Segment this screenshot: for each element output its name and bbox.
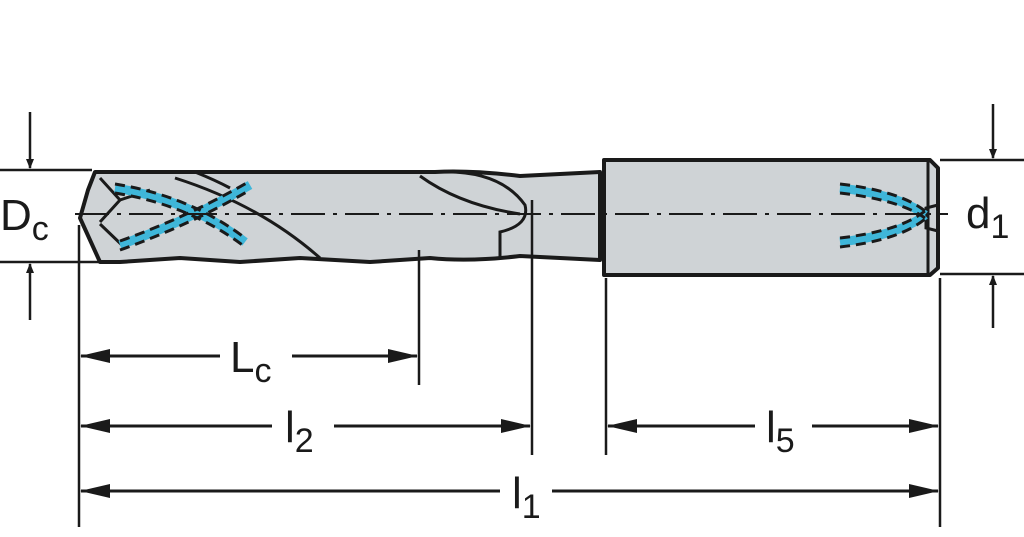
drill-body xyxy=(78,158,940,277)
label-l2-sub: 2 xyxy=(295,422,314,460)
label-lc-sub: c xyxy=(254,352,271,390)
label-l5: l5 xyxy=(766,403,795,460)
shank xyxy=(602,158,940,277)
dimension-lines xyxy=(80,349,939,498)
label-l1-sub: 1 xyxy=(522,488,541,526)
label-l1-main: l xyxy=(512,469,522,518)
label-l5-main: l xyxy=(766,403,776,452)
label-d1-sub: 1 xyxy=(990,208,1009,246)
label-dc-sub: c xyxy=(32,210,49,248)
label-d1: d1 xyxy=(966,189,1009,246)
label-dc: Dc xyxy=(0,191,49,248)
label-dc-main: D xyxy=(0,191,32,240)
fluted-body xyxy=(78,169,602,264)
label-lc-main: L xyxy=(230,333,254,382)
label-l2-main: l xyxy=(285,403,295,452)
label-l2: l2 xyxy=(285,403,314,460)
extension-lines xyxy=(0,158,1024,527)
label-l5-sub: 5 xyxy=(776,422,795,460)
coolant-channels xyxy=(114,181,928,250)
label-lc: Lc xyxy=(230,333,271,390)
label-l1: l1 xyxy=(512,469,541,526)
label-d1-main: d xyxy=(966,189,990,238)
